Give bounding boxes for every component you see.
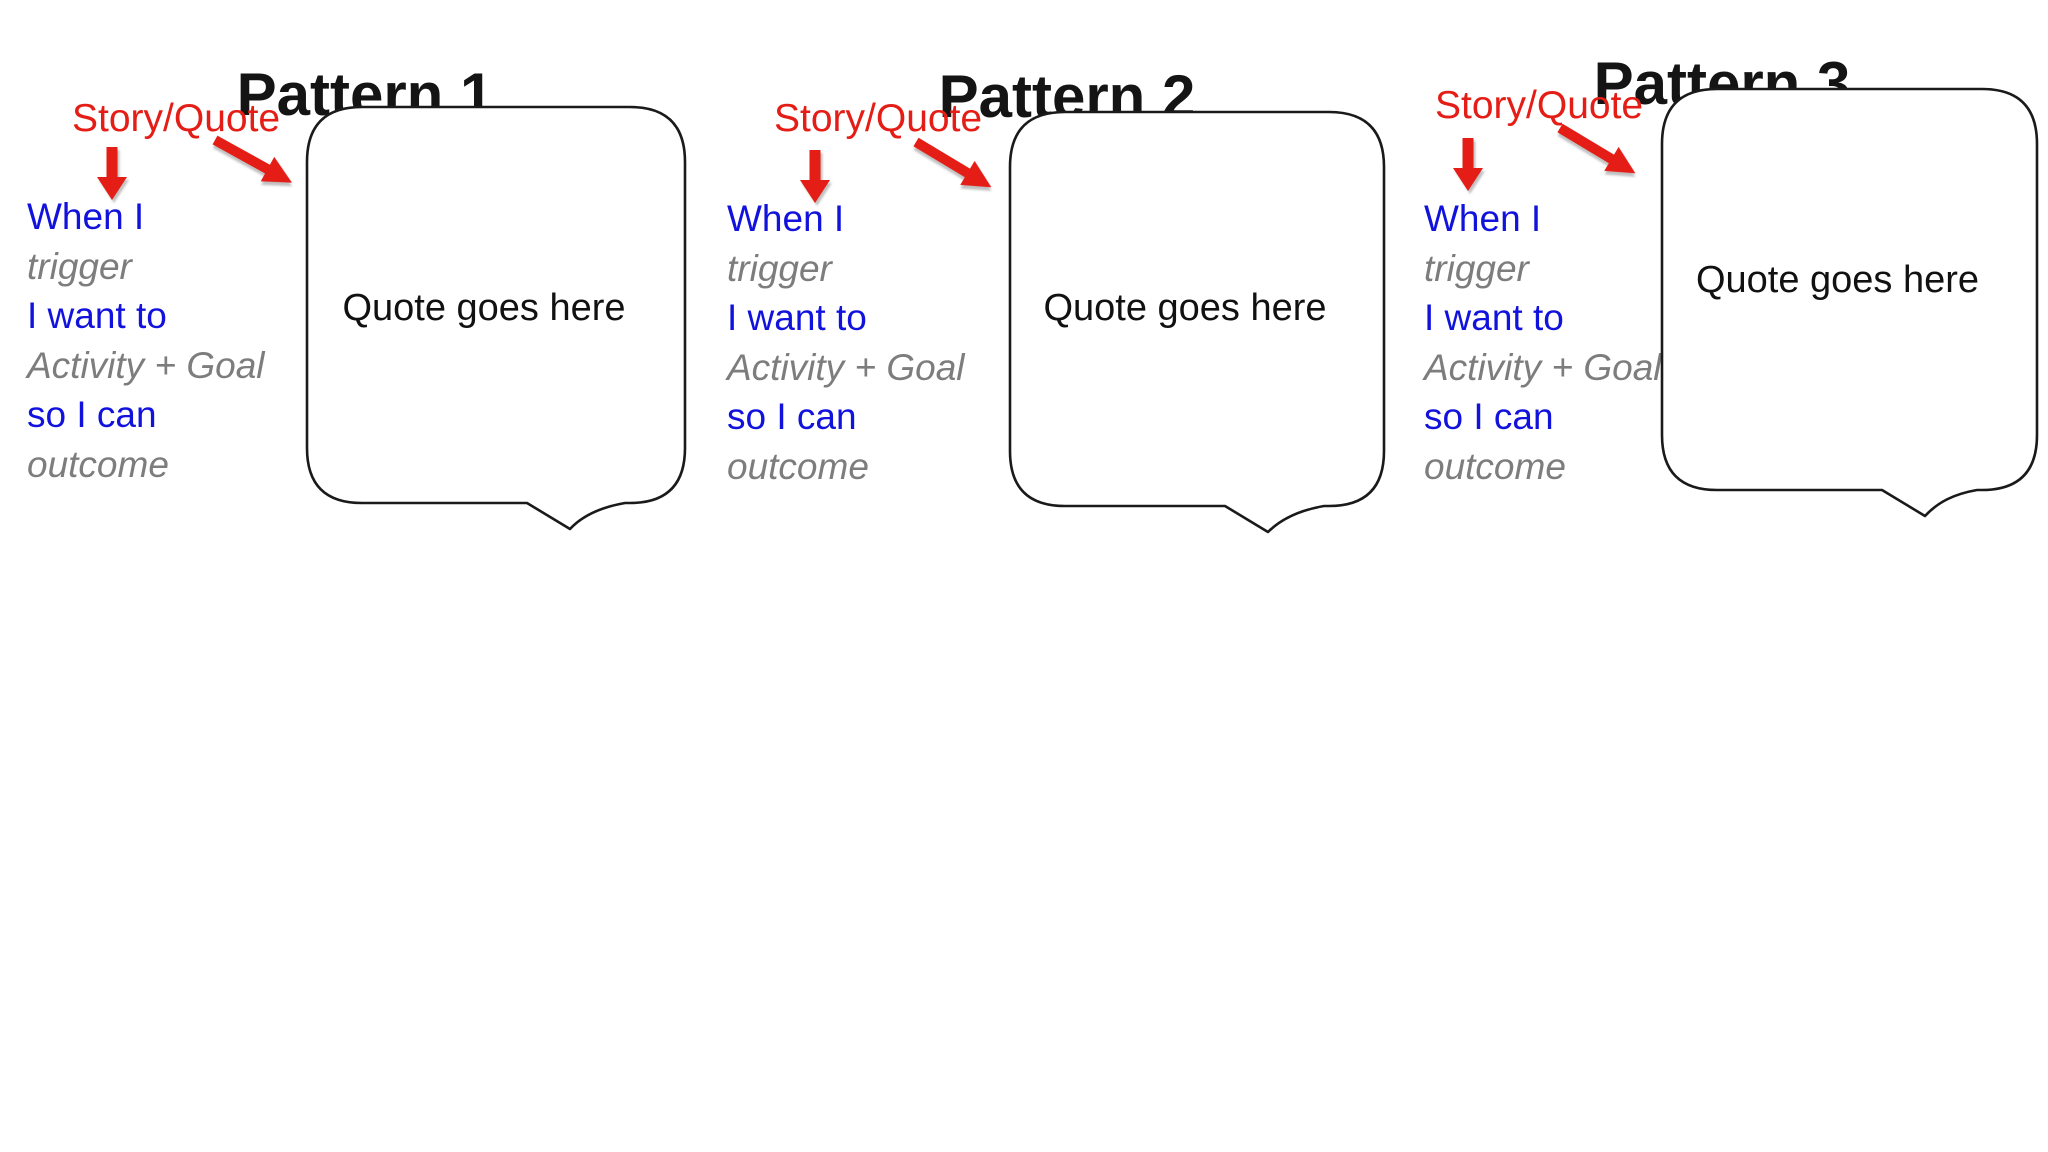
list-item: I want to: [1424, 297, 1564, 338]
list-item: trigger: [27, 245, 132, 287]
arrow-down-icon: [96, 147, 128, 201]
story-quote-label: Story/Quote: [774, 97, 983, 140]
arrow-down-icon: [1452, 138, 1484, 192]
list-item: Activity + Goal: [1424, 346, 1662, 388]
arrow-diagonal-icon: [1552, 114, 1644, 187]
list-item: I want to: [727, 297, 867, 338]
list-item: so I can: [1424, 396, 1554, 437]
list-item: outcome: [27, 443, 169, 485]
quote-placeholder: Quote goes here: [342, 287, 626, 329]
list-item: trigger: [1424, 247, 1529, 289]
arrow-down-icon: [799, 150, 831, 204]
list-item: trigger: [727, 247, 832, 289]
story-quote-label: Story/Quote: [1435, 84, 1644, 127]
quote-placeholder: Quote goes here: [1043, 287, 1327, 329]
list-item: outcome: [727, 445, 869, 487]
list-item: Activity + Goal: [27, 344, 265, 386]
list-item: Activity + Goal: [727, 346, 965, 388]
story-quote-label: Story/Quote: [72, 97, 281, 140]
list-item: so I can: [27, 394, 157, 435]
list-item: outcome: [1424, 445, 1566, 487]
madlib-lines: When I trigger I want to Activity + Goal…: [727, 194, 965, 491]
arrow-diagonal-icon: [908, 128, 1000, 201]
speech-bubble: Quote goes here: [305, 105, 687, 531]
quote-placeholder: Quote goes here: [1695, 259, 1980, 301]
list-item: When I: [727, 198, 845, 239]
madlib-lines: When I trigger I want to Activity + Goal…: [27, 192, 265, 489]
speech-bubble: Quote goes here: [1008, 110, 1386, 534]
list-item: I want to: [27, 295, 167, 336]
list-item: When I: [1424, 198, 1542, 239]
madlib-lines: When I trigger I want to Activity + Goal…: [1424, 194, 1662, 491]
list-item: so I can: [727, 396, 857, 437]
speech-bubble: Quote goes here: [1660, 87, 2039, 518]
list-item: When I: [27, 196, 145, 237]
arrow-diagonal-icon: [207, 126, 299, 197]
